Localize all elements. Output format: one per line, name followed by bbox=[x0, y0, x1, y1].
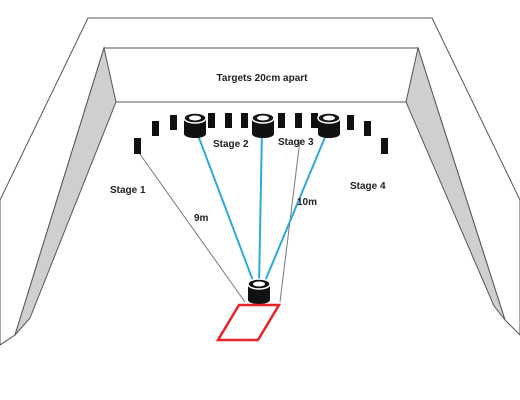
laser-line-3 bbox=[262, 129, 329, 287]
shooter-object bbox=[247, 278, 271, 304]
left-wall-face bbox=[14, 46, 117, 336]
target-plate bbox=[311, 113, 318, 128]
title-label: Targets 20cm apart bbox=[217, 73, 309, 84]
stage-4-label: Stage 4 bbox=[350, 181, 386, 192]
guide-lines bbox=[136, 139, 301, 303]
guide-line-left bbox=[136, 149, 246, 303]
distance-label-9m: 9m bbox=[194, 213, 209, 224]
round-targets bbox=[183, 112, 341, 138]
laser-lines bbox=[195, 129, 329, 287]
right-wall-face bbox=[405, 46, 506, 321]
target-plate bbox=[152, 121, 159, 136]
target-plate bbox=[208, 113, 215, 128]
stage-2-label: Stage 2 bbox=[213, 139, 249, 150]
target-plate bbox=[381, 138, 388, 154]
target-plate bbox=[134, 138, 141, 154]
distance-label-10m: 10m bbox=[297, 197, 317, 208]
laser-line-1 bbox=[195, 129, 256, 287]
target-plate bbox=[364, 121, 371, 136]
target-plate bbox=[278, 113, 285, 128]
round-target bbox=[317, 112, 341, 138]
round-target bbox=[251, 112, 275, 138]
target-plate bbox=[225, 113, 232, 128]
arena-walls bbox=[0, 17, 520, 346]
target-plate bbox=[170, 115, 177, 130]
shooting-box bbox=[215, 303, 282, 342]
stage-1-label: Stage 1 bbox=[110, 185, 146, 196]
target-plate bbox=[295, 113, 302, 128]
target-plates bbox=[134, 113, 388, 154]
stage-3-label: Stage 3 bbox=[278, 137, 314, 148]
target-plate bbox=[241, 113, 248, 128]
round-target bbox=[183, 112, 207, 138]
target-plate bbox=[347, 115, 354, 130]
laser-line-2 bbox=[258, 129, 263, 287]
